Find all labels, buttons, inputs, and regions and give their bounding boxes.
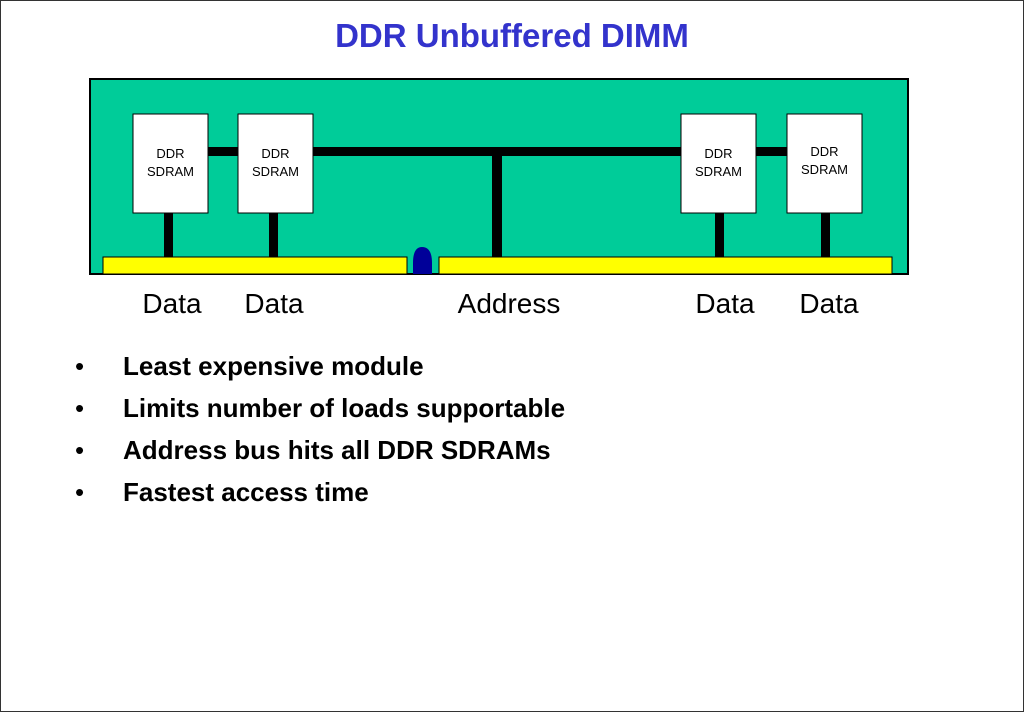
bus-label-data-3: Data xyxy=(695,288,755,319)
bullet-dot-icon: • xyxy=(75,351,85,381)
bullet-dot-icon: • xyxy=(75,477,85,507)
slide-title: DDR Unbuffered DIMM xyxy=(335,17,689,54)
edge-connector-left xyxy=(102,256,408,275)
data-trace-2 xyxy=(269,211,278,258)
bullet-text: Least expensive module xyxy=(123,351,424,381)
chip-1-label-line1: DDR xyxy=(156,146,184,161)
chip-2: DDR SDRAM xyxy=(237,113,314,214)
bullet-list: • Least expensive module • Limits number o… xyxy=(71,345,565,513)
key-notch xyxy=(413,247,432,274)
chip-4-label-line1: DDR xyxy=(810,144,838,159)
chip-2-label-line1: DDR xyxy=(261,146,289,161)
chip-4: DDR SDRAM xyxy=(786,113,863,214)
edge-connector-right xyxy=(438,256,893,275)
bus-label-data-4: Data xyxy=(799,288,859,319)
chip-3-label-line1: DDR xyxy=(704,146,732,161)
bullet-text: Limits number of loads supportable xyxy=(123,393,566,423)
bullet-dot-icon: • xyxy=(75,393,85,423)
bullet-text: Address bus hits all DDR SDRAMs xyxy=(123,435,551,465)
bus-label-data-1: Data xyxy=(142,288,202,319)
bullet-dot-icon: • xyxy=(75,435,85,465)
bullet-item: • Least expensive module xyxy=(71,345,565,387)
bullet-item: • Limits number of loads supportable xyxy=(71,387,565,429)
chip-1-label-line2: SDRAM xyxy=(147,164,194,179)
bus-label-data-2: Data xyxy=(244,288,304,319)
bus-label-address: Address xyxy=(457,288,561,319)
address-trace-vertical xyxy=(492,147,502,258)
chip-3-label-line2: SDRAM xyxy=(695,164,742,179)
data-trace-4 xyxy=(821,211,830,258)
bullet-item: • Fastest access time xyxy=(71,471,565,513)
dimm-diagram: DDR SDRAM DDR SDRAM DDR SDRAM DDR SDRAM xyxy=(89,78,909,275)
chip-4-label-line2: SDRAM xyxy=(801,162,848,177)
bullet-text: Fastest access time xyxy=(123,477,369,507)
chip-1: DDR SDRAM xyxy=(132,113,209,214)
data-trace-1 xyxy=(164,211,173,258)
chip-3: DDR SDRAM xyxy=(680,113,757,214)
chip-2-label-line2: SDRAM xyxy=(252,164,299,179)
data-trace-3 xyxy=(715,211,724,258)
bullet-item: • Address bus hits all DDR SDRAMs xyxy=(71,429,565,471)
